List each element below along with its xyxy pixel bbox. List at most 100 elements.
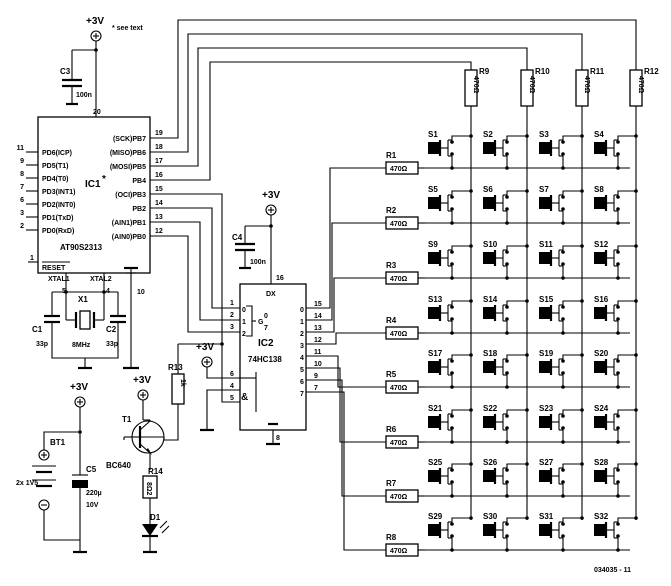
bt1-value: 2x 1V5 bbox=[16, 480, 38, 487]
battery-circuit: +3V BT1 2x 1V5 C5 220µ 10V bbox=[16, 382, 102, 554]
switch: S31 bbox=[539, 512, 584, 552]
ic1-left-pin: 3 bbox=[20, 210, 24, 217]
ic2-in-pin: 2 bbox=[230, 312, 234, 319]
switch: S3 bbox=[539, 130, 584, 170]
switch: S2 bbox=[483, 130, 529, 170]
switch: S10 bbox=[483, 240, 529, 280]
switch-label: S12 bbox=[594, 240, 609, 249]
c3-value: 100n bbox=[76, 92, 92, 99]
row-res-name: R3 bbox=[386, 261, 397, 270]
ic2-en-pin: 6 bbox=[230, 371, 234, 378]
switch-label: S13 bbox=[428, 295, 443, 304]
transistor-circuit: +3V T1 BC640 8Ω2 R14 D1 1k R13 bbox=[106, 342, 224, 554]
ic2-out-pin: 7 bbox=[314, 385, 318, 392]
switch: S30 bbox=[483, 512, 529, 552]
ic1-gnd-pin: 10 bbox=[137, 289, 145, 296]
ic2-out-labels: 0 1 2 3 4 5 6 7 15 14 13 12 11 10 9 7 bbox=[300, 301, 322, 398]
switch: S9 bbox=[428, 240, 473, 280]
ic1-part: AT90S2313 bbox=[60, 243, 103, 252]
row-res-value: 470Ω bbox=[390, 276, 408, 283]
ic2-name: IC2 bbox=[258, 338, 274, 349]
ic2-out-label: 0 bbox=[300, 307, 304, 314]
ic1-right-pin: 18 bbox=[155, 144, 163, 151]
ic1-right-label: PB4 bbox=[132, 178, 146, 185]
d1-name: D1 bbox=[150, 513, 161, 522]
switch: S22 bbox=[483, 404, 529, 444]
ic2-out-label: 6 bbox=[300, 379, 304, 386]
switch-label: S6 bbox=[483, 185, 493, 194]
ic1-right-pin: 19 bbox=[155, 130, 163, 137]
see-text-note: * see text bbox=[112, 25, 143, 32]
supply-label-transistor: +3V bbox=[133, 375, 151, 386]
ic1-right-label: (AIN1)PB1 bbox=[112, 220, 146, 227]
ic2-chip: 16 DX G 0 7 IC2 74HC138 & 0 1 2 1 2 3 6 … bbox=[230, 275, 307, 446]
switch-label: S4 bbox=[594, 130, 604, 139]
ic2-dx: DX bbox=[266, 291, 276, 298]
col-res-name: R12 bbox=[644, 67, 659, 76]
ic1-left-label: PD5(T1) bbox=[42, 163, 68, 170]
ic2-in-label: 2 bbox=[242, 331, 246, 338]
column-bus-wires bbox=[150, 19, 637, 181]
ic1-left-label: PD0(RxD) bbox=[42, 228, 74, 235]
c4-name: C4 bbox=[232, 233, 243, 242]
r14-name: R14 bbox=[148, 467, 163, 476]
switch: S13 bbox=[428, 295, 473, 335]
ic2-out-label: 7 bbox=[300, 391, 304, 398]
ic1-right-label: (MOSI)PB5 bbox=[110, 164, 146, 171]
c5-voltage: 10V bbox=[86, 502, 99, 509]
ic2-out-pin: 12 bbox=[314, 337, 322, 344]
figure-id: 034035 - 11 bbox=[594, 567, 631, 574]
row-res-name: R2 bbox=[386, 206, 397, 215]
row-resistors: 470ΩR1470ΩR2470ΩR3470ΩR4470ΩR5470ΩR6470Ω… bbox=[306, 151, 425, 557]
switch: S6 bbox=[483, 185, 529, 225]
r14-value: 8Ω2 bbox=[145, 482, 152, 496]
switch: S32 bbox=[594, 512, 638, 552]
ic2-enable-wiring: +3V bbox=[196, 342, 240, 432]
switch-label: S19 bbox=[539, 349, 554, 358]
ic1-right-label: PB2 bbox=[132, 206, 146, 213]
ic1-right-label: (OCI)PB3 bbox=[115, 192, 146, 199]
switch: S29 bbox=[428, 512, 473, 552]
ic1-xtal2-label: XTAL2 bbox=[90, 276, 112, 283]
ic2-out-pin: 15 bbox=[314, 301, 322, 308]
col-res-value: 470Ω bbox=[583, 76, 590, 94]
c2-value: 33p bbox=[106, 341, 118, 348]
c1-value: 33p bbox=[36, 341, 48, 348]
ic1-left-label: PD4(T0) bbox=[42, 176, 68, 183]
switch: S14 bbox=[483, 295, 529, 335]
c4-value: 100n bbox=[250, 259, 266, 266]
switch: S20 bbox=[594, 349, 638, 389]
switch-label: S2 bbox=[483, 130, 493, 139]
switch-label: S10 bbox=[483, 240, 498, 249]
ic1-left-pin: 6 bbox=[20, 197, 24, 204]
ic2-out-pin: 11 bbox=[314, 349, 322, 356]
switch-label: S9 bbox=[428, 240, 438, 249]
switch: S4 bbox=[594, 130, 638, 170]
c1-name: C1 bbox=[32, 325, 43, 334]
ic2-en-pin: 5 bbox=[230, 395, 234, 402]
ic1-right-pins: (SCK)PB7 (MISO)PB6 (MOSI)PB5 PB4 (OCI)PB… bbox=[110, 130, 163, 241]
ic1-left-pin: 7 bbox=[20, 184, 24, 191]
row-res-value: 470Ω bbox=[390, 385, 408, 392]
switch: S16 bbox=[594, 295, 638, 335]
row-res-name: R6 bbox=[386, 425, 397, 434]
ic1-right-pin: 16 bbox=[155, 172, 163, 179]
ic2-out-pin: 14 bbox=[314, 313, 322, 320]
switch-label: S28 bbox=[594, 458, 609, 467]
r13-value: 1k bbox=[179, 379, 186, 387]
ic2-out-pin: 9 bbox=[314, 373, 318, 380]
ic1-chip: 20 IC1 * AT90S2313 RESET 1 XTAL1 XTAL2 1… bbox=[28, 109, 151, 370]
r13-name: R13 bbox=[168, 363, 183, 372]
row-res-value: 470Ω bbox=[390, 166, 408, 173]
row-res-name: R4 bbox=[386, 316, 397, 325]
switch-label: S20 bbox=[594, 349, 609, 358]
ic2-g0: 0 bbox=[264, 313, 268, 320]
switch: S12 bbox=[594, 240, 638, 280]
ic2-out-label: 2 bbox=[300, 331, 304, 338]
supply-label-enable: +3V bbox=[196, 342, 214, 353]
ic1-left-pins: 11 9 8 7 6 3 2 PD6(ICP) PD5(T1) PD4(T0) … bbox=[17, 145, 76, 235]
ic1-vcc-pin: 20 bbox=[93, 109, 101, 116]
supply-label-ic2: +3V bbox=[262, 190, 280, 201]
ic1-left-label: PD1(TxD) bbox=[42, 215, 74, 222]
switch-label: S31 bbox=[539, 512, 554, 521]
